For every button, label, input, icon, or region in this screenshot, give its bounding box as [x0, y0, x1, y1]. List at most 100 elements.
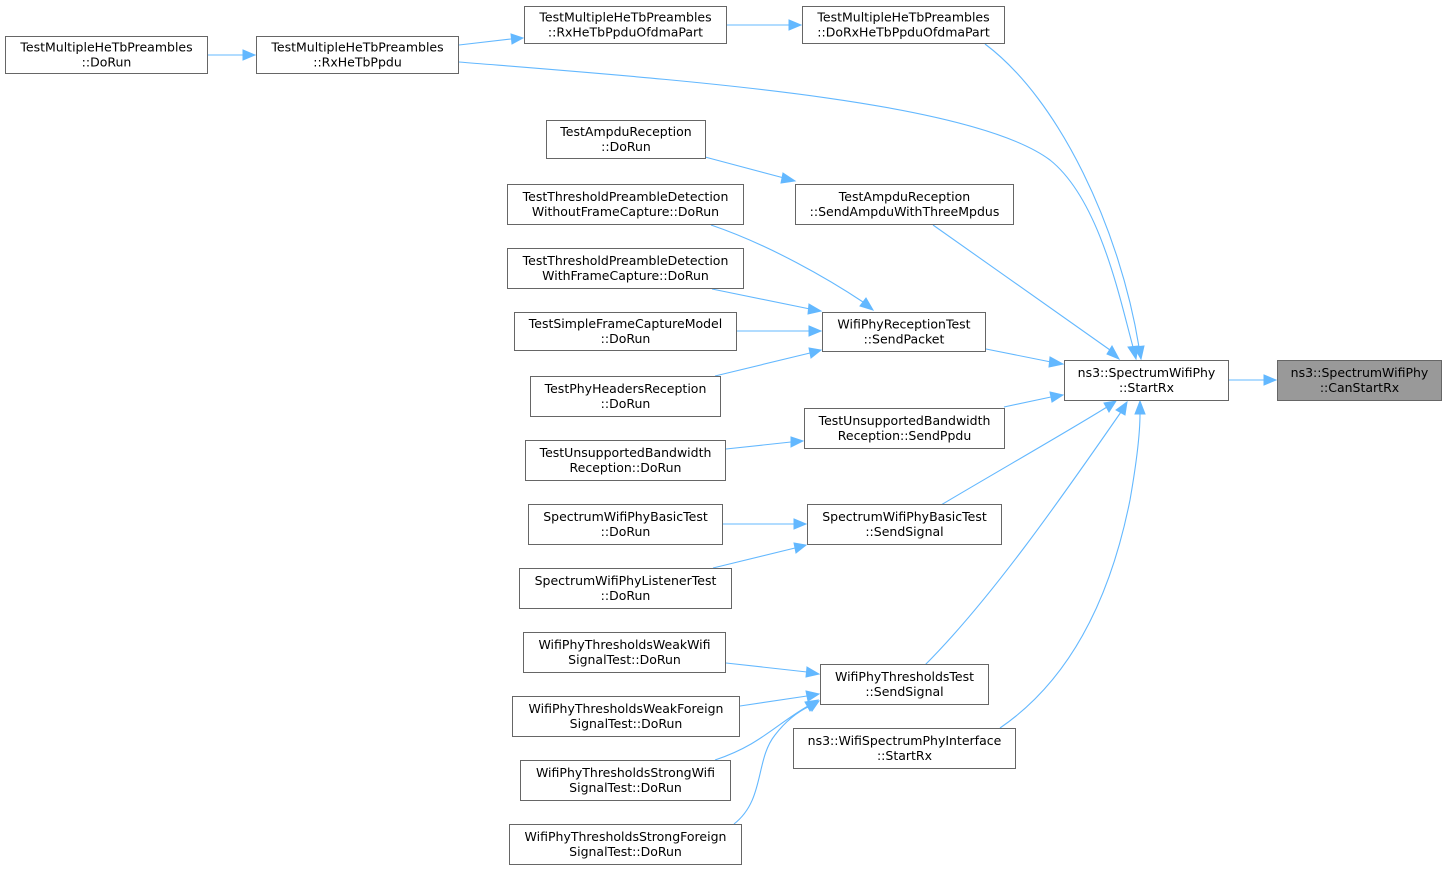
- node-box[interactable]: [524, 6, 727, 44]
- node-box[interactable]: [507, 184, 744, 225]
- node-box[interactable]: [807, 504, 1002, 545]
- node-box[interactable]: [520, 760, 731, 801]
- edge-rx_ofdma-to-dorx_ofdma: [727, 19, 803, 31]
- node-wprt-send[interactable]: WifiPhyReceptionTest::SendPacket: [822, 312, 986, 352]
- node-rx-he-tb-ppdu[interactable]: TestMultipleHeTbPreambles::RxHeTbPpdu: [256, 36, 459, 74]
- node-box[interactable]: [1064, 360, 1229, 401]
- node-box[interactable]: [5, 36, 208, 74]
- edge-arrowhead: [1106, 345, 1121, 361]
- node-mhtb-dorun[interactable]: TestMultipleHeTbPreambles::DoRun: [5, 36, 208, 74]
- node-label-line: SpectrumWifiPhyListenerTest: [535, 573, 717, 588]
- node-box[interactable]: [822, 312, 986, 352]
- node-label-line: SignalTest::DoRun: [569, 844, 682, 859]
- edge-arrowhead: [808, 347, 823, 359]
- node-box[interactable]: [528, 504, 723, 545]
- edge-line: [985, 348, 1052, 363]
- edge-line: [733, 705, 811, 825]
- node-label-line: WifiPhyThresholdsStrongForeign: [525, 829, 727, 844]
- node-label-line: ::DoRun: [601, 139, 651, 154]
- edge-wprt_send-to-start_rx: [985, 348, 1065, 368]
- node-swpb-dorun[interactable]: SpectrumWifiPhyBasicTest::DoRun: [528, 504, 723, 545]
- node-rx-ofdma[interactable]: TestMultipleHeTbPreambles::RxHeTbPpduOfd…: [524, 6, 727, 44]
- edge-line: [704, 156, 785, 179]
- node-wpt-weakforeign[interactable]: WifiPhyThresholdsWeakForeignSignalTest::…: [512, 696, 740, 737]
- node-label-line: WifiPhyReceptionTest: [837, 317, 970, 332]
- node-box[interactable]: [507, 248, 744, 289]
- node-wpt-weakwifi[interactable]: WifiPhyThresholdsWeakWifiSignalTest::DoR…: [523, 632, 726, 673]
- edge-sfc_dorun-to-wprt_send: [737, 325, 823, 337]
- edge-arrowhead: [859, 297, 875, 311]
- node-label-line: ::RxHeTbPpdu: [313, 55, 402, 70]
- nodes-layer: ns3::SpectrumWifiPhy::CanStartRxns3::Spe…: [5, 6, 1442, 865]
- edge-line: [739, 695, 808, 707]
- edge-ampdu_send-to-start_rx: [932, 224, 1121, 361]
- node-box[interactable]: [795, 184, 1014, 225]
- node-swpb-send[interactable]: SpectrumWifiPhyBasicTest::SendSignal: [807, 504, 1002, 545]
- edge-start_rx-to-can_start_rx: [1229, 374, 1278, 386]
- node-wspi-startrx[interactable]: ns3::WifiSpectrumPhyInterface::StartRx: [793, 728, 1016, 769]
- node-can-start-rx[interactable]: ns3::SpectrumWifiPhy::CanStartRx: [1277, 360, 1442, 401]
- node-ampdu-dorun[interactable]: TestAmpduReception::DoRun: [546, 120, 706, 159]
- edge-wpt_weakforeign-to-wpt_send: [739, 690, 821, 707]
- node-box[interactable]: [1277, 360, 1442, 401]
- node-box[interactable]: [514, 312, 737, 351]
- edge-arrowhead: [806, 700, 821, 712]
- node-wpt-send[interactable]: WifiPhyThresholdsTest::SendSignal: [820, 664, 989, 705]
- node-label-line: ::SendPacket: [864, 332, 945, 347]
- node-box[interactable]: [509, 824, 742, 865]
- node-box[interactable]: [793, 728, 1016, 769]
- edge-ub_dorun-to-ub_send: [725, 436, 805, 450]
- node-label-line: ::DoRxHeTbPpduOfdmaPart: [817, 25, 990, 40]
- edge-swpb_send-to-start_rx: [940, 400, 1118, 506]
- edge-arrowhead: [805, 690, 821, 702]
- node-dorx-ofdma[interactable]: TestMultipleHeTbPreambles::DoRxHeTbPpduO…: [802, 6, 1005, 44]
- node-box[interactable]: [525, 440, 726, 481]
- edge-rx_he_tb_ppdu-to-rx_ofdma: [458, 33, 525, 46]
- node-label-line: WifiPhyThresholdsTest: [835, 669, 974, 684]
- node-start-rx[interactable]: ns3::SpectrumWifiPhy::StartRx: [1064, 360, 1229, 401]
- node-box[interactable]: [519, 568, 732, 609]
- node-box[interactable]: [820, 664, 989, 705]
- node-label-line: TestUnsupportedBandwidth: [818, 413, 991, 428]
- node-ampdu-send[interactable]: TestAmpduReception::SendAmpduWithThreeMp…: [795, 184, 1014, 225]
- node-box[interactable]: [512, 696, 740, 737]
- node-sfc-dorun[interactable]: TestSimpleFrameCaptureModel::DoRun: [514, 312, 737, 351]
- node-ub-send[interactable]: TestUnsupportedBandwidthReception::SendP…: [804, 408, 1005, 449]
- node-label-line: ::StartRx: [877, 748, 932, 763]
- node-wpt-strongforeign[interactable]: WifiPhyThresholdsStrongForeignSignalTest…: [509, 824, 742, 865]
- node-box[interactable]: [256, 36, 459, 74]
- edge-wspi_startrx-to-start_rx: [999, 399, 1146, 729]
- node-label-line: ::DoRun: [601, 331, 651, 346]
- node-swpl-dorun[interactable]: SpectrumWifiPhyListenerTest::DoRun: [519, 568, 732, 609]
- node-label-line: TestMultipleHeTbPreambles: [19, 40, 192, 55]
- node-tpd-wofc[interactable]: TestThresholdPreambleDetectionWithoutFra…: [507, 184, 744, 225]
- node-label-line: ::StartRx: [1119, 380, 1174, 395]
- node-box[interactable]: [802, 6, 1005, 44]
- edge-line: [458, 61, 1134, 348]
- node-label-line: ::CanStartRx: [1320, 380, 1399, 395]
- node-tpd-wfc[interactable]: TestThresholdPreambleDetectionWithFrameC…: [507, 248, 744, 289]
- node-label-line: ns3::SpectrumWifiPhy: [1291, 365, 1429, 380]
- node-phr-dorun[interactable]: TestPhyHeadersReception::DoRun: [530, 376, 721, 417]
- edge-arrowhead: [1048, 356, 1065, 368]
- edge-arrowhead: [1049, 391, 1065, 403]
- node-box[interactable]: [804, 408, 1005, 449]
- edge-arrowhead: [790, 436, 805, 448]
- node-label-line: ::DoRun: [601, 588, 651, 603]
- edge-phr_dorun-to-wprt_send: [714, 347, 823, 377]
- node-label-line: Reception::DoRun: [570, 460, 682, 475]
- edge-line: [725, 441, 792, 450]
- edges-layer: [208, 19, 1278, 825]
- node-box[interactable]: [530, 376, 721, 417]
- edge-line: [932, 224, 1111, 351]
- node-label-line: TestSimpleFrameCaptureModel: [528, 316, 722, 331]
- edge-arrowhead: [808, 325, 823, 337]
- node-label-line: TestPhyHeadersReception: [544, 381, 707, 396]
- node-label-line: SignalTest::DoRun: [568, 652, 681, 667]
- node-label-line: SignalTest::DoRun: [569, 780, 682, 795]
- node-box[interactable]: [546, 120, 706, 159]
- node-wpt-strongwifi[interactable]: WifiPhyThresholdsStrongWifiSignalTest::D…: [520, 760, 731, 801]
- node-box[interactable]: [523, 632, 726, 673]
